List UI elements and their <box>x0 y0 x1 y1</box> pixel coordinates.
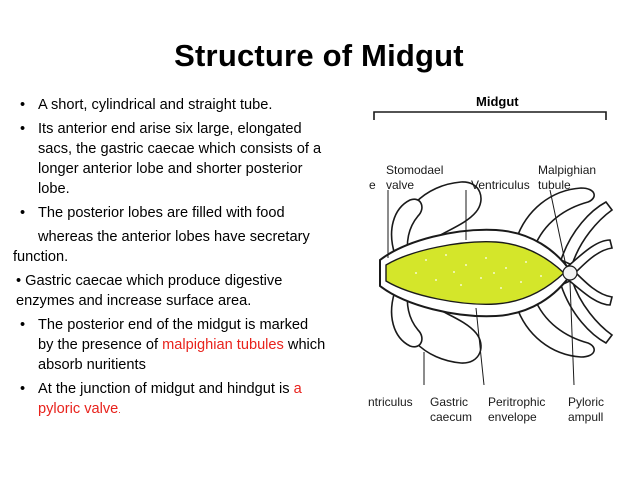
label-cut-e: e <box>369 178 376 192</box>
bullet-list: • A short, cylindrical and straight tube… <box>13 95 378 420</box>
bullet-1: • A short, cylindrical and straight tube… <box>18 95 378 115</box>
bullet-2-line-2: sacs, the gastric caecae which consists … <box>38 141 322 157</box>
bullet-2-line-1: Its anterior end arise six large, elonga… <box>38 121 302 137</box>
tubule <box>560 278 614 345</box>
label-midgut: Midgut <box>476 94 519 109</box>
bullet-4-line-2: enzymes and increase surface area. <box>16 293 252 309</box>
label-ntriculus: ntriculus <box>368 395 413 409</box>
label-valve: valve <box>386 178 414 192</box>
label-ventriculus: Ventriculus <box>471 178 530 192</box>
tubule <box>564 239 613 276</box>
bullet-marker: • <box>20 317 26 333</box>
malpighian-tubules <box>515 187 614 358</box>
paragraph-continuation-line-1: whereas the anterior lobes have secretar… <box>38 229 310 245</box>
lumen-stipple <box>415 254 542 289</box>
bullet-5-line-3: absorb nuritients <box>38 357 146 373</box>
label-stomodael: Stomodael <box>386 163 443 177</box>
label-caecum: caecum <box>430 410 472 424</box>
bullet-2-line-3: longer anterior lobe and shorter posteri… <box>38 161 303 177</box>
bullet-6-line-2: pyloric valve. <box>38 399 378 420</box>
pyloric-ampulla <box>562 265 578 281</box>
midgut-bracket <box>373 111 607 120</box>
bullet-5-line-2: by the presence of malpighian tubules wh… <box>38 335 378 355</box>
bullet-4-line-1: Gastric caecae which produce digestive <box>25 273 283 289</box>
label-envelope: envelope <box>488 410 537 424</box>
label-peritrophic: Peritrophic <box>488 395 545 409</box>
tubule <box>515 295 595 358</box>
bullet-6-highlight-a: a <box>293 381 302 397</box>
slide-title: Structure of Midgut <box>174 38 464 73</box>
pyloric-valve-highlight: pyloric valve <box>38 401 119 417</box>
bullet-4: • Gastric caecae which produce digestive <box>16 271 378 291</box>
bullet-6-line-1: At the junction of midgut and hindgut is… <box>38 379 378 399</box>
bullet-marker: • <box>20 121 26 137</box>
bullet-2: • Its anterior end arise six large, elon… <box>18 119 378 199</box>
bullet-marker: • <box>20 205 26 221</box>
label-tubule: tubule <box>538 178 571 192</box>
leader-lines <box>387 189 575 386</box>
tubule <box>515 187 595 250</box>
bullet-5-line-1: The posterior end of the midgut is marke… <box>38 317 309 333</box>
caecum-lobe <box>390 287 423 348</box>
malpighian-tubules-highlight: malpighian tubules <box>162 337 284 353</box>
bullet-1-text: A short, cylindrical and straight tube. <box>38 97 273 113</box>
label-pyloric: Pyloric <box>568 395 604 409</box>
tubule <box>560 200 614 267</box>
label-malpighian: Malpighian <box>538 163 596 177</box>
bullet-marker: • <box>20 381 26 397</box>
bullet-marker: • <box>16 273 22 289</box>
bullet-marker: • <box>20 97 26 113</box>
tubule <box>564 269 613 306</box>
caecum-lobe <box>390 198 423 259</box>
bullet-6-text: At the junction of midgut and hindgut is <box>38 381 294 397</box>
bullet-3: • The posterior lobes are filled with fo… <box>18 203 378 223</box>
bullet-3-text: The posterior lobes are filled with food <box>38 205 285 221</box>
bullet-6-dot: . <box>118 405 121 415</box>
bullet-6: • At the junction of midgut and hindgut … <box>18 379 378 420</box>
midgut-diagram: Midgut <box>368 94 614 424</box>
label-gastric: Gastric <box>430 395 468 409</box>
bullet-5: • The posterior end of the midgut is mar… <box>18 315 378 375</box>
bullet-2-line-4: lobe. <box>38 181 70 197</box>
label-ampull: ampull <box>568 410 603 424</box>
bullet-5-text-tail: which <box>283 337 326 353</box>
bullet-5-text: by the presence of <box>38 337 163 353</box>
paragraph-continuation-line-2: function. <box>13 249 69 265</box>
